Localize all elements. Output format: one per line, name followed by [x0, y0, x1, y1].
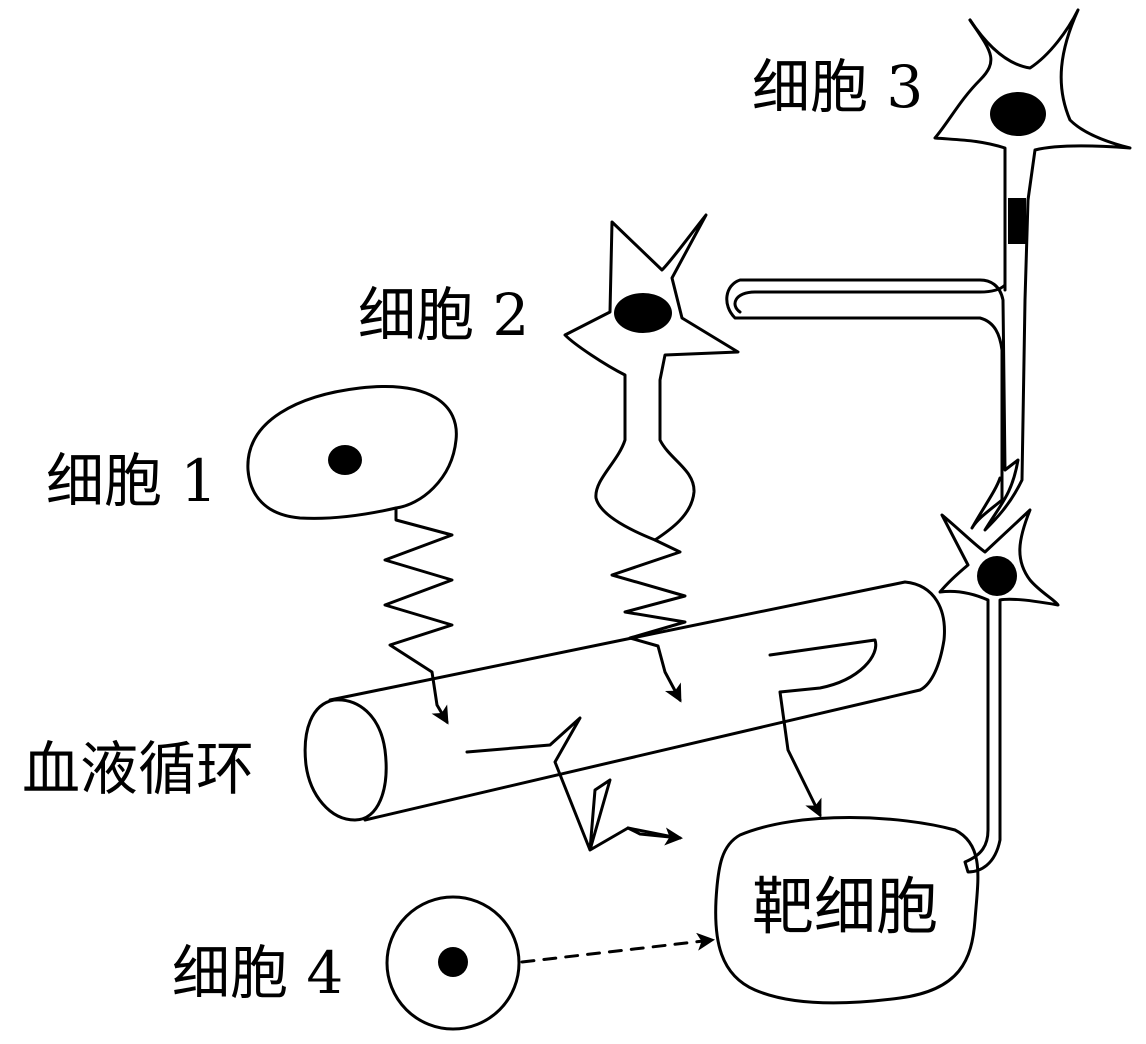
blood-to-target-arrow [626, 826, 683, 846]
blood-circulation-label: 血液循环 [22, 735, 255, 803]
cell3-axon-synapse [1008, 198, 1026, 244]
neuron-near-target [938, 508, 1060, 874]
cell3-axon-left [733, 148, 1007, 314]
neuron-near-target-nucleus [977, 556, 1017, 596]
cell4-body [385, 895, 521, 1031]
cell3-nucleus [990, 92, 1046, 136]
cell4-to-target-dashed-arrow [520, 932, 715, 964]
cell2-secretion-zigzag [610, 538, 687, 703]
cell1-body [246, 385, 458, 520]
target-cell-label: 靶细胞 [752, 870, 939, 943]
vessel-exit-to-target-arrow [768, 638, 878, 818]
cell2-nucleus [614, 293, 672, 333]
cell4-label: 细胞 4 [172, 939, 344, 1007]
cell3-label: 细胞 3 [752, 53, 924, 121]
blood-vessel [303, 580, 946, 852]
cell1-nucleus [328, 445, 362, 475]
cell2-label: 细胞 2 [358, 281, 530, 349]
cell3-body [725, 8, 1132, 532]
cell1-secretion-zigzag [383, 506, 454, 725]
cell1-label: 细胞 1 [46, 447, 218, 515]
cell2-body [563, 213, 740, 542]
cell4-nucleus [438, 947, 468, 977]
cell3-soma-outline [933, 18, 1007, 292]
target-cell [714, 816, 980, 1005]
